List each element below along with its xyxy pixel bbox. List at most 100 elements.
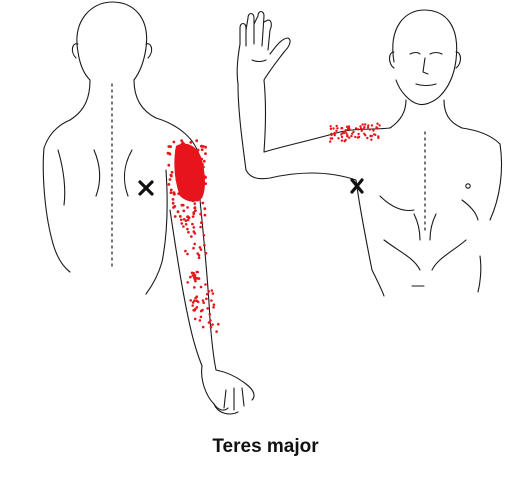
referral-dot xyxy=(367,124,370,127)
referral-dot xyxy=(173,192,176,196)
referral-dot xyxy=(192,212,195,216)
referral-dot xyxy=(169,173,173,177)
referral-dot xyxy=(191,274,194,277)
referral-dot xyxy=(212,303,216,307)
referral-dot xyxy=(170,170,174,174)
referral-dot xyxy=(198,246,202,249)
referral-dot xyxy=(356,136,360,139)
referral-dot xyxy=(186,154,190,158)
referral-dot xyxy=(357,132,360,136)
referral-dot xyxy=(184,219,188,222)
referral-dot xyxy=(180,164,184,168)
referral-dot xyxy=(196,277,200,280)
referral-dot xyxy=(340,139,344,142)
referral-dot xyxy=(191,215,195,218)
referral-dot xyxy=(346,135,349,138)
referral-dot xyxy=(196,150,199,154)
referral-dot xyxy=(189,299,192,302)
anterior-figure xyxy=(236,9,503,297)
referral-dot xyxy=(366,136,369,140)
referral-dot xyxy=(354,127,358,130)
referral-dot xyxy=(187,172,191,175)
referral-dot xyxy=(191,222,194,226)
referral-dot xyxy=(199,212,203,216)
referral-dot xyxy=(182,218,186,221)
referral-dot xyxy=(173,215,177,218)
referral-dot xyxy=(195,139,199,143)
referral-dot xyxy=(186,215,190,218)
referral-dot xyxy=(182,180,186,184)
referral-dot xyxy=(329,127,333,131)
referral-dot xyxy=(377,136,380,140)
referral-dot xyxy=(329,125,332,128)
referral-dot xyxy=(182,166,186,169)
referral-dot xyxy=(194,307,197,311)
referral-dot xyxy=(198,319,202,322)
referral-dot xyxy=(370,138,373,141)
referral-dot xyxy=(169,145,173,149)
referral-dot xyxy=(345,132,348,135)
referral-dot xyxy=(180,203,184,207)
referral-dot xyxy=(195,270,199,274)
referral-dot xyxy=(202,165,205,169)
referral-dot xyxy=(198,181,202,185)
referral-dot xyxy=(212,306,215,309)
referral-dot xyxy=(185,183,188,187)
referral-dot xyxy=(179,166,183,170)
referral-dot xyxy=(168,178,172,181)
referral-dot xyxy=(198,189,201,193)
referral-dot xyxy=(340,133,343,136)
referral-dot xyxy=(177,157,181,160)
referral-dot xyxy=(363,125,366,129)
referral-dot xyxy=(210,299,213,302)
referral-dot xyxy=(199,225,202,229)
referral-dot xyxy=(191,304,194,307)
referral-dot xyxy=(191,193,195,196)
referral-dot xyxy=(360,129,363,132)
referral-dot xyxy=(203,207,207,211)
referral-dot xyxy=(181,190,185,194)
referral-dot xyxy=(187,177,191,181)
referral-dot xyxy=(199,175,203,178)
referral-dot xyxy=(197,253,201,257)
referral-dot xyxy=(184,223,188,226)
referral-dot xyxy=(169,191,173,195)
referral-dot xyxy=(372,129,375,132)
referral-dot xyxy=(354,135,357,139)
referral-dot xyxy=(344,129,347,132)
referral-dot xyxy=(199,191,203,195)
referral-dot xyxy=(370,134,373,138)
referral-dot xyxy=(190,196,194,199)
referral-dot xyxy=(209,325,213,329)
referral-dot xyxy=(361,123,364,126)
referral-dot xyxy=(193,242,196,246)
referral-dot xyxy=(205,297,208,301)
referral-dot xyxy=(336,127,339,130)
referral-dot xyxy=(207,321,211,324)
referral-dot xyxy=(175,176,179,180)
referral-dot xyxy=(378,124,381,127)
referral-dot xyxy=(200,148,204,152)
referral-dot xyxy=(179,218,183,222)
referral-dot xyxy=(193,178,197,182)
referral-dot xyxy=(346,127,350,131)
referral-dot xyxy=(201,163,204,166)
referral-dot xyxy=(193,202,197,205)
referral-dot xyxy=(199,315,203,319)
referral-dot xyxy=(193,273,197,277)
referral-dot xyxy=(376,127,379,130)
referral-dot xyxy=(207,290,210,293)
referral-dot xyxy=(372,133,376,136)
referral-dot xyxy=(329,140,332,143)
referral-dot xyxy=(330,133,333,137)
referral-dot xyxy=(200,221,203,224)
referral-dot xyxy=(171,201,175,205)
referral-dot xyxy=(210,289,214,292)
referral-dot xyxy=(202,301,205,305)
referral-dot xyxy=(204,145,208,149)
referral-dot xyxy=(196,198,200,202)
referral-dot xyxy=(340,126,344,130)
referral-dot xyxy=(351,132,354,135)
referral-dot xyxy=(195,160,199,164)
